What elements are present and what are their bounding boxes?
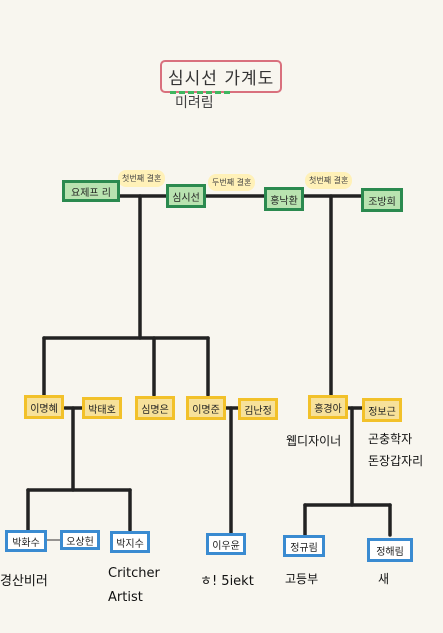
person-wooyun: 이우윤 bbox=[206, 533, 246, 555]
person-bogeun: 정보근 bbox=[362, 398, 402, 422]
person-jisu: 박지수 bbox=[110, 531, 150, 553]
note-haerim: 새 bbox=[378, 572, 390, 586]
person-taeho: 박태호 bbox=[82, 397, 122, 419]
note-bogeun-job: 곤충학자 bbox=[368, 432, 413, 446]
author-name: 미려림 bbox=[175, 95, 214, 111]
person-haerim: 정해림 bbox=[367, 538, 413, 562]
note-kyunga: 웹디자이너 bbox=[286, 434, 342, 448]
marriage-label-hong-first: 첫번째 결혼 bbox=[305, 172, 353, 189]
note-jisu-job: Critcher bbox=[108, 566, 160, 581]
person-kyunga: 홍경아 bbox=[308, 395, 348, 419]
person-myunghye: 이명혜 bbox=[24, 395, 64, 419]
person-joseph: 요제프 리 bbox=[62, 180, 120, 202]
person-hwasu: 박화수 bbox=[5, 530, 47, 552]
person-gyurim: 정규림 bbox=[283, 535, 325, 557]
note-bogeun-detail: 돈장갑자리 bbox=[368, 454, 424, 468]
note-wooyun: ㅎ! 5iekt bbox=[200, 574, 254, 589]
note-jisu-role: Artist bbox=[108, 590, 143, 605]
person-nanjung: 김난정 bbox=[238, 398, 278, 420]
person-myungeun: 심명은 bbox=[135, 396, 175, 420]
person-myungjun: 이명준 bbox=[186, 396, 226, 420]
marriage-label-second: 두번째 결혼 bbox=[208, 174, 256, 191]
note-hwasu: 경산비러 bbox=[0, 574, 48, 589]
title-underline bbox=[170, 85, 230, 94]
person-jo: 조방희 bbox=[361, 188, 403, 212]
note-gyurim: 고등부 bbox=[285, 572, 319, 586]
person-hong: 홍낙환 bbox=[264, 187, 304, 211]
marriage-label-first: 첫번째 결혼 bbox=[118, 170, 166, 187]
person-sangheon: 오상헌 bbox=[60, 530, 100, 550]
person-simsiseon: 심시선 bbox=[166, 184, 206, 208]
